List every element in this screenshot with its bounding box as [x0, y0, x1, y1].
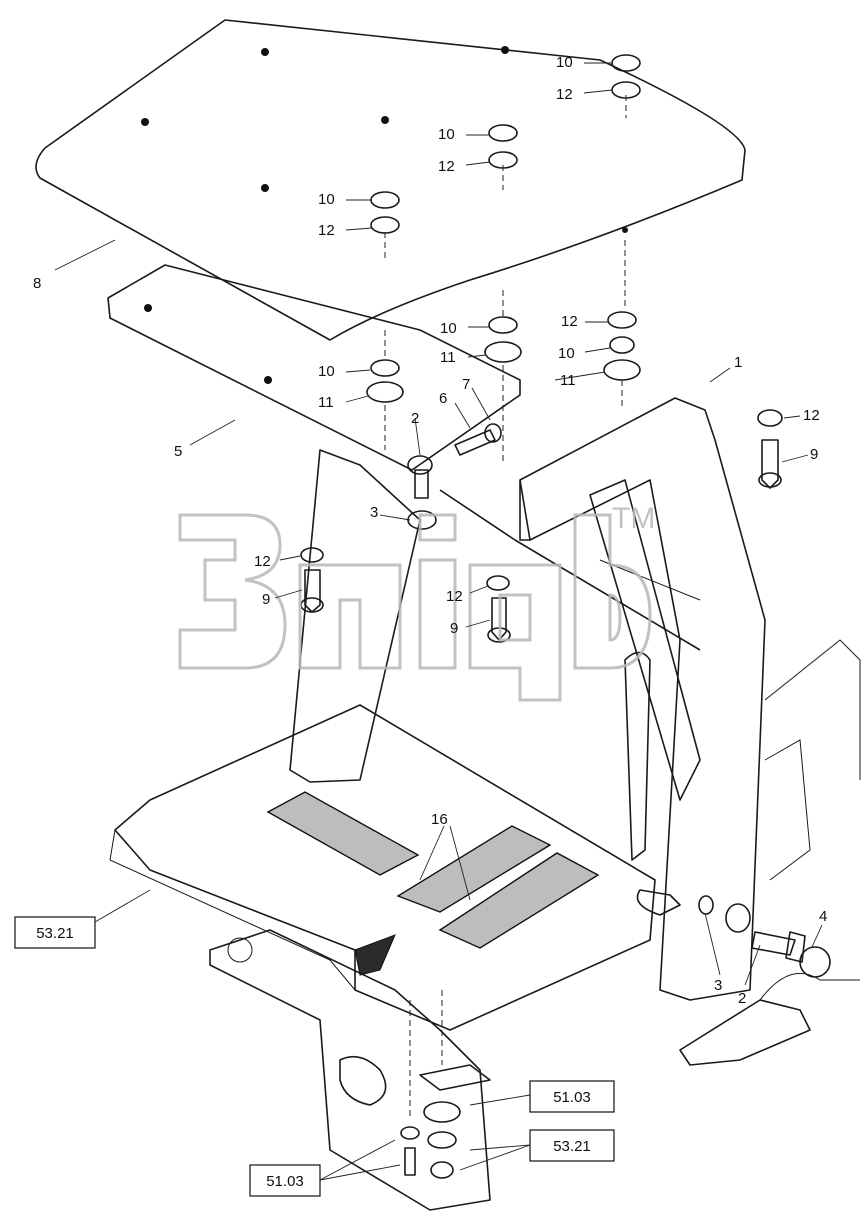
callout-12-c: 12 — [318, 222, 335, 239]
callout-11-a: 11 — [440, 349, 456, 366]
callout-8: 8 — [33, 275, 41, 292]
side-body — [764, 639, 861, 881]
callout-9-center: 9 — [450, 620, 458, 637]
callout-16: 16 — [431, 811, 448, 828]
callout-9-right: 9 — [810, 446, 818, 463]
reference-box-51-03-bottom[interactable]: 51.03 — [249, 1164, 321, 1197]
callout-7: 7 — [462, 376, 470, 393]
callout-12-e: 12 — [803, 407, 820, 424]
lower-chassis — [209, 929, 860, 1211]
callout-10-e: 10 — [318, 363, 335, 380]
callout-12-b: 12 — [438, 158, 455, 175]
reference-box-51-03-top[interactable]: 51.03 — [529, 1080, 615, 1113]
callout-12-f: 12 — [254, 553, 271, 570]
assembly-lines — [384, 95, 627, 1120]
callout-11-c: 11 — [560, 372, 576, 389]
callout-numbers: 1 2 2 3 3 4 5 6 7 8 9 9 9 10 10 10 10 10… — [33, 54, 827, 1007]
callout-2-top: 2 — [411, 410, 419, 427]
callout-3-bottom: 3 — [714, 977, 722, 994]
rubber-mount — [400, 1064, 491, 1179]
reference-box-53-21-bottom[interactable]: 53.21 — [529, 1129, 615, 1162]
callout-4: 4 — [819, 908, 827, 925]
callout-10-d: 10 — [440, 320, 457, 337]
watermark: TM — [178, 502, 655, 702]
callout-12-d: 12 — [561, 313, 578, 330]
reference-label: 53.21 — [36, 925, 74, 942]
floor-mats — [266, 791, 600, 949]
callout-6: 6 — [439, 390, 447, 407]
reference-label: 51.03 — [553, 1089, 591, 1106]
reference-box-53-21-left[interactable]: 53.21 — [14, 916, 96, 949]
reference-label: 51.03 — [266, 1173, 304, 1190]
callout-3-top: 3 — [370, 504, 378, 521]
callout-12-g: 12 — [446, 588, 463, 605]
callout-2-bottom: 2 — [738, 990, 746, 1007]
cab-floor — [109, 704, 656, 1031]
leader-lines — [54, 62, 823, 1181]
callout-9-left: 9 — [262, 591, 270, 608]
callout-11-b: 11 — [318, 394, 334, 411]
callout-5: 5 — [174, 443, 182, 460]
callout-10-c: 10 — [318, 191, 335, 208]
roof-panel — [35, 19, 746, 341]
handrail — [624, 651, 681, 916]
reference-label: 53.21 — [553, 1138, 591, 1155]
callout-10-f: 10 — [558, 345, 575, 362]
callout-1: 1 — [734, 354, 742, 371]
bolts — [300, 423, 806, 963]
callout-10-a: 10 — [556, 54, 573, 71]
watermark-tm: TM — [612, 502, 655, 535]
callout-10-b: 10 — [438, 126, 455, 143]
callout-12-a: 12 — [556, 86, 573, 103]
mounting-plate — [107, 264, 521, 471]
